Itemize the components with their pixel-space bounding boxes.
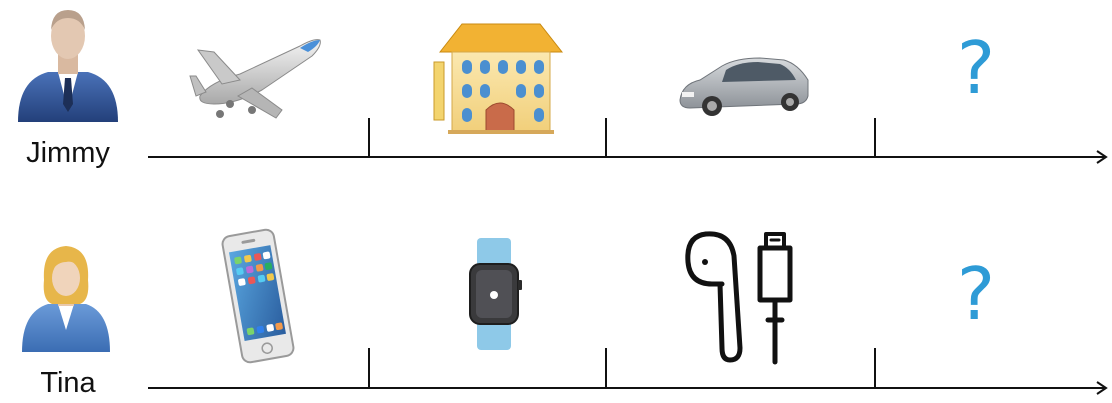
businessman-avatar-icon	[18, 10, 118, 122]
hotel-building-icon	[434, 24, 562, 134]
car-icon	[680, 58, 808, 116]
unknown-next-item-jimmy: ?	[946, 32, 1006, 104]
person-name-jimmy: Jimmy	[8, 137, 128, 170]
earbud-and-usb-cable-icon	[688, 234, 790, 362]
businesswoman-avatar-icon	[22, 246, 110, 352]
person-name-tina: Tina	[8, 367, 128, 400]
smartphone-icon	[221, 228, 294, 363]
unknown-next-item-tina: ?	[946, 258, 1006, 330]
airplane-icon	[190, 40, 320, 118]
smartwatch-icon	[470, 238, 522, 350]
timeline-axis-tina	[148, 348, 1106, 394]
timeline-axis-jimmy	[148, 118, 1106, 163]
